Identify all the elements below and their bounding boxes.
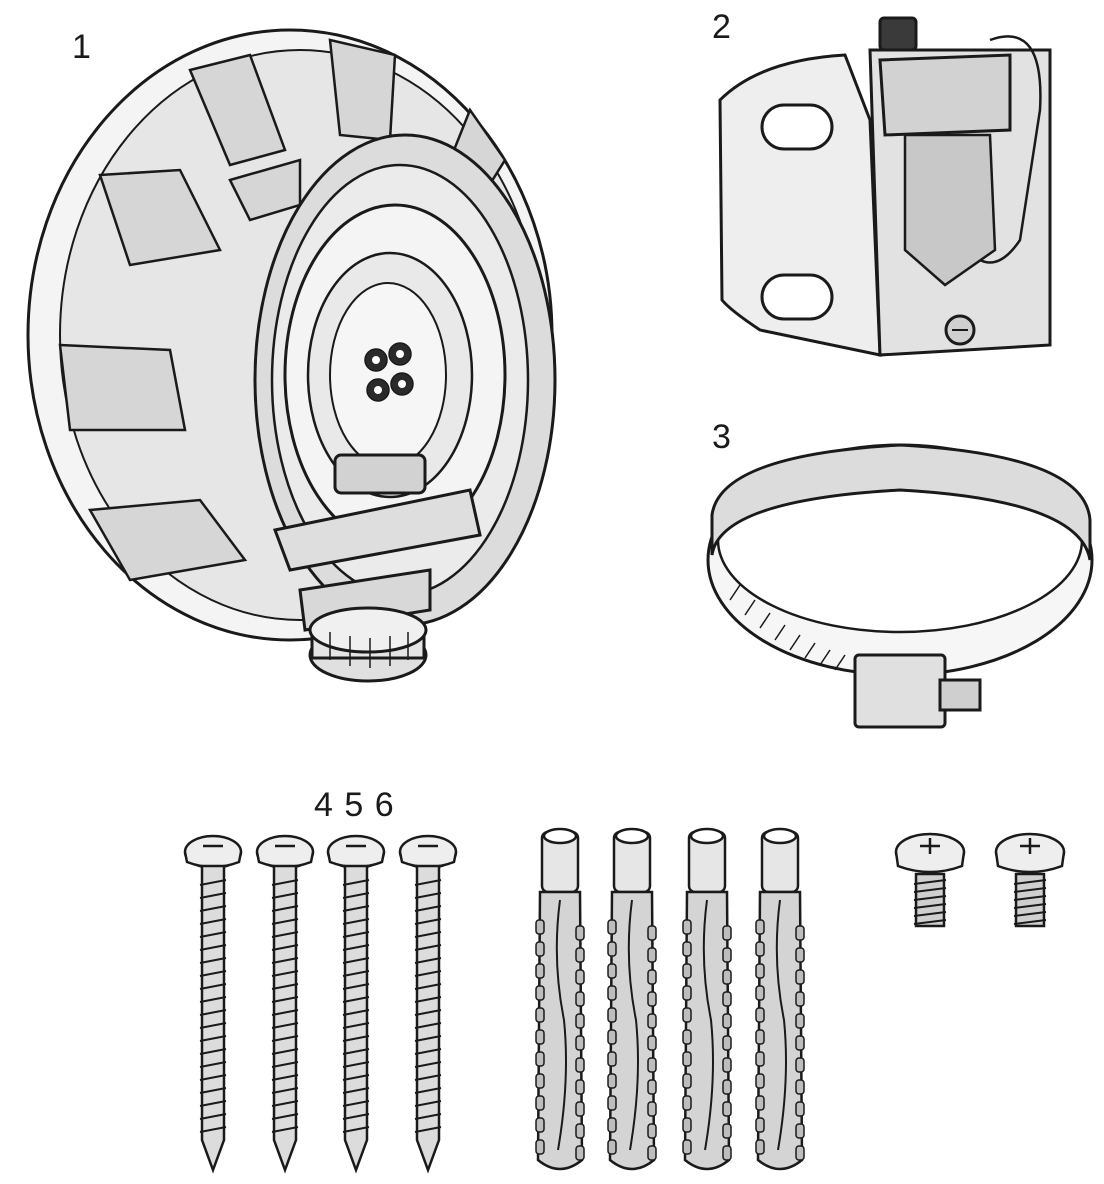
label-item-3: 3 <box>712 418 731 456</box>
label-item-2: 2 <box>712 8 731 46</box>
wall-plug <box>755 827 805 1171</box>
machine-screw <box>994 832 1066 928</box>
wood-screw <box>255 834 315 1174</box>
label-items-4-5-6: 4 5 6 <box>314 786 395 824</box>
label-item-1: 1 <box>72 28 91 66</box>
wall-plug <box>682 827 732 1171</box>
machine-screw <box>894 832 966 928</box>
wood-screw <box>183 834 243 1174</box>
wall-plug <box>535 827 585 1171</box>
wood-screw <box>398 834 458 1174</box>
wood-screw <box>326 834 386 1174</box>
wall-plug <box>607 827 657 1171</box>
